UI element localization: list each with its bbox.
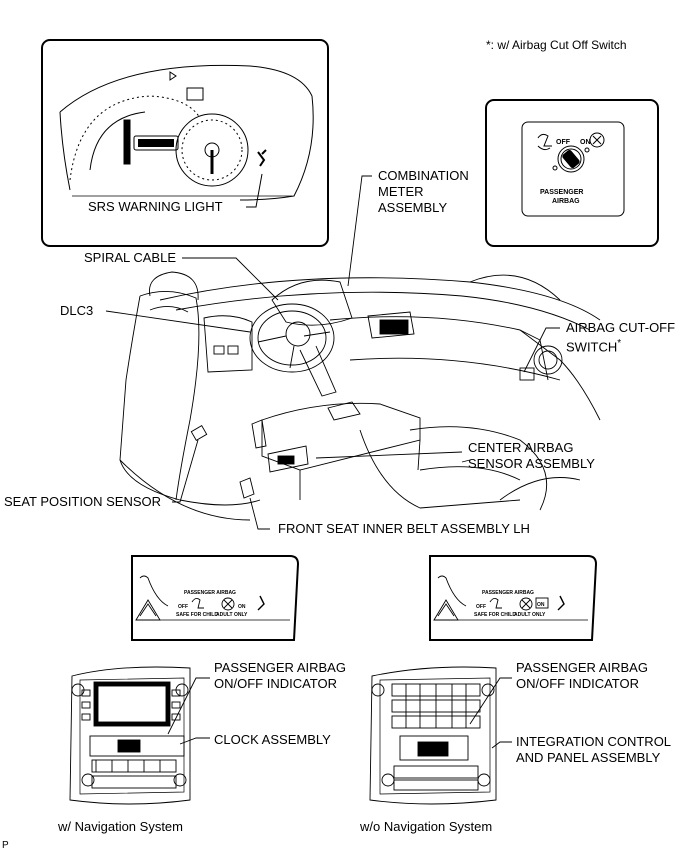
switch-inset	[485, 99, 659, 247]
non-nav-leaders	[469, 677, 512, 749]
label-airbag-cutoff-mark: *	[617, 338, 622, 349]
switch-off-text: OFF	[556, 139, 571, 146]
label-combination-meter-1: COMBINATION	[378, 168, 469, 183]
label-seat-position-sensor: SEAT POSITION SENSOR	[4, 494, 161, 509]
label-airbag-cutoff-switch: SWITCH	[566, 339, 618, 355]
meter-inset	[41, 39, 329, 247]
nonnav-indicator-off: OFF	[476, 604, 486, 610]
caption-with-navigation: w/ Navigation System	[58, 819, 183, 834]
label-center-airbag-1: CENTER AIRBAG	[468, 440, 574, 455]
non-nav-head-unit	[369, 555, 598, 805]
label-spiral-cable: SPIRAL CABLE	[84, 250, 177, 265]
label-airbag-cutoff-2: SWITCH*	[566, 336, 621, 355]
nonnav-indicator-adult: ADULT ONLY	[514, 612, 546, 618]
nonnav-indicator-safe: SAFE FOR CHILD	[474, 612, 516, 618]
label-front-seat-belt: FRONT SEAT INNER BELT ASSEMBLY LH	[278, 521, 530, 536]
nonnav-indicator-heading: PASSENGER AIRBAG	[482, 590, 534, 596]
corner-mark: P	[2, 840, 9, 851]
footnote-airbag-cutoff: *: w/ Airbag Cut Off Switch	[486, 38, 627, 52]
nav-indicator-off: OFF	[178, 604, 188, 610]
label-indicator-right-2: ON/OFF INDICATOR	[516, 676, 640, 691]
nonnav-indicator-on: ON	[537, 602, 545, 608]
leader-lines	[105, 175, 560, 530]
nav-indicator-on: ON	[238, 604, 246, 610]
switch-title-2: AIRBAG	[552, 198, 580, 205]
nav-leaders	[167, 677, 210, 745]
nav-indicator-safe: SAFE FOR CHILD	[176, 612, 218, 618]
label-combination-meter-2: METER	[378, 184, 424, 199]
label-clock-assembly: CLOCK ASSEMBLY	[214, 732, 331, 747]
label-indicator-left-1: PASSENGER AIRBAG	[214, 660, 346, 675]
nav-head-unit	[69, 555, 300, 805]
label-integration-2: AND PANEL ASSEMBLY	[516, 750, 661, 765]
switch-on-text: ON	[580, 139, 591, 146]
label-dlc3: DLC3	[60, 303, 94, 318]
cabin-illustration	[119, 271, 601, 521]
label-combination-meter-3: ASSEMBLY	[378, 200, 448, 215]
nav-indicator-adult: ADULT ONLY	[216, 612, 248, 618]
label-center-airbag-2: SENSOR ASSEMBLY	[468, 456, 595, 471]
label-airbag-cutoff-1: AIRBAG CUT-OFF	[566, 320, 676, 335]
label-srs-warning-light: SRS WARNING LIGHT	[88, 199, 223, 214]
label-integration-1: INTEGRATION CONTROL	[516, 734, 672, 749]
caption-without-navigation: w/o Navigation System	[360, 819, 493, 834]
nav-indicator-heading: PASSENGER AIRBAG	[184, 590, 236, 596]
label-indicator-right-1: PASSENGER AIRBAG	[516, 660, 648, 675]
label-indicator-left-2: ON/OFF INDICATOR	[214, 676, 338, 691]
switch-title-1: PASSENGER	[540, 189, 583, 196]
